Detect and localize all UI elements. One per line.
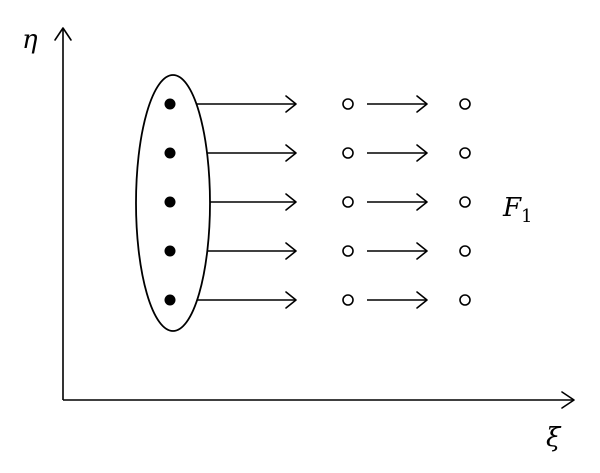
arrow-first	[196, 95, 297, 113]
open-dot-final	[459, 294, 471, 306]
filled-dot	[164, 294, 176, 306]
flow-row-3	[164, 193, 471, 211]
open-dot	[342, 98, 354, 110]
set-label-subscript: 1	[521, 206, 532, 227]
arrow-second-head	[416, 144, 428, 162]
arrow-first	[207, 242, 297, 260]
filled-dot	[164, 196, 176, 208]
flow-row-5	[164, 291, 471, 309]
flow-row-2	[164, 144, 471, 162]
arrow-first-head	[285, 193, 297, 211]
arrow-first	[207, 144, 297, 162]
flow-rows	[164, 95, 471, 309]
arrow-first	[197, 291, 297, 309]
open-dot-final	[459, 245, 471, 257]
open-dot	[342, 196, 354, 208]
arrow-second	[367, 242, 428, 260]
initial-set-ellipse	[135, 74, 211, 332]
open-dot	[342, 294, 354, 306]
arrow-second-head	[416, 291, 428, 309]
arrow-second-head	[416, 193, 428, 211]
arrow-first	[209, 193, 297, 211]
y-axis-label: η	[22, 25, 38, 55]
arrow-second-head	[416, 95, 428, 113]
x-axis-arrowhead	[561, 391, 575, 409]
open-dot-final	[459, 196, 471, 208]
set-label-main: F	[502, 193, 522, 223]
flow-row-1	[164, 95, 471, 113]
y-axis-arrowhead	[54, 27, 72, 41]
open-dot-final	[459, 98, 471, 110]
x-axis-label: ξ	[546, 423, 562, 453]
arrow-first-head	[285, 144, 297, 162]
filled-dot	[164, 245, 176, 257]
filled-dot	[164, 98, 176, 110]
arrow-second	[367, 95, 428, 113]
arrow-second	[367, 193, 428, 211]
open-dot-final	[459, 147, 471, 159]
open-dot	[342, 245, 354, 257]
filled-dot	[164, 147, 176, 159]
arrow-second-head	[416, 242, 428, 260]
arrow-second	[367, 291, 428, 309]
open-dot	[342, 147, 354, 159]
arrow-first-head	[285, 291, 297, 309]
flow-row-4	[164, 242, 471, 260]
arrow-first-head	[285, 95, 297, 113]
set-label-f1: F1	[502, 193, 533, 227]
arrow-second	[367, 144, 428, 162]
arrow-first-head	[285, 242, 297, 260]
axes: η ξ	[22, 25, 575, 453]
